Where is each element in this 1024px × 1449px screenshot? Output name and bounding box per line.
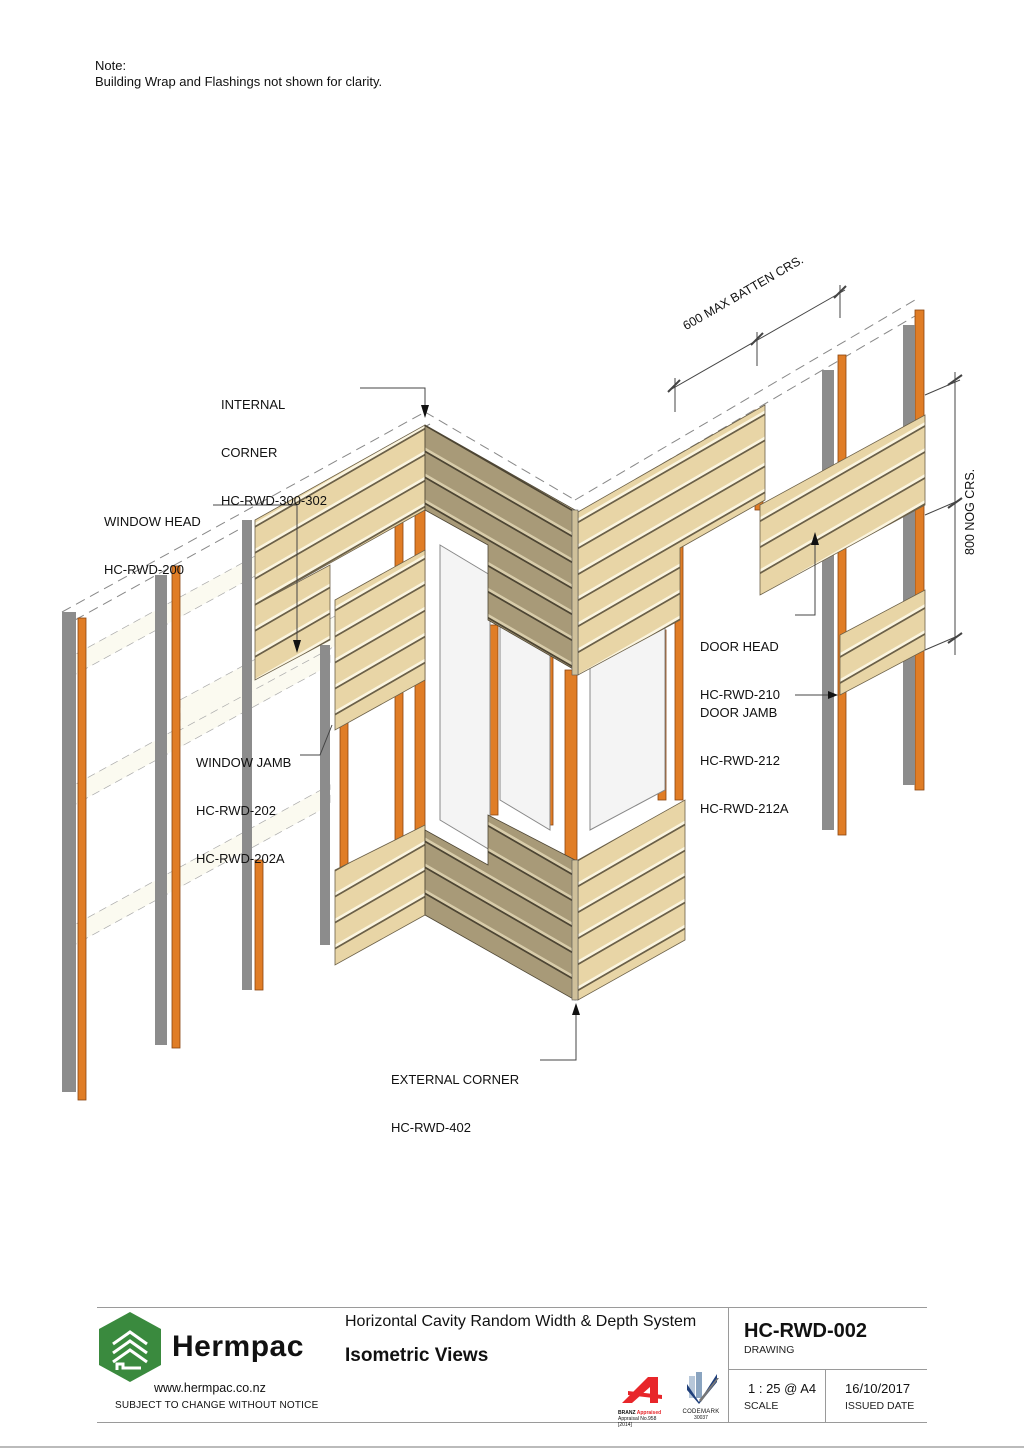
title-block-divider [728, 1307, 729, 1422]
callout-window-head: WINDOW HEAD HC-RWD-200 [104, 482, 201, 594]
callout-line: INTERNAL [221, 397, 286, 412]
scale-value: 1 : 25 @ A4 [748, 1381, 817, 1396]
callout-line: HC-RWD-212A [700, 801, 789, 816]
codemark-name: CODEMARK [682, 1409, 720, 1415]
codemark-badge: CODEMARK 30037 [678, 1370, 724, 1421]
issued-date-value: 16/10/2017 [845, 1381, 911, 1396]
codemark-number: 30037 [694, 1415, 708, 1421]
sheet-title: Isometric Views [345, 1345, 489, 1366]
drawing-note: Note: Building Wrap and Flashings not sh… [95, 58, 382, 90]
branz-status: Appraised [636, 1410, 662, 1416]
callout-line: WINDOW JAMB [196, 755, 292, 770]
system-title: Horizontal Cavity Random Width & Depth S… [345, 1313, 697, 1330]
callout-line: HC-RWD-210 [700, 687, 780, 702]
issued-date-label: ISSUED DATE [845, 1400, 915, 1412]
title-block-top-border [97, 1307, 927, 1308]
branz-badge: BRANZ Appraised Appraisal No.958 [2014] [618, 1373, 670, 1428]
callout-line: HC-RWD-202 [196, 803, 276, 818]
dimension-nog-spacing: 800 NOG CRS. [963, 468, 977, 555]
callout-line: WINDOW HEAD [104, 514, 201, 529]
page-bottom-border [0, 1446, 1024, 1448]
callout-line: HC-RWD-402 [391, 1120, 471, 1135]
isometric-wall-drawing [61, 285, 963, 1101]
note-heading: Note: [95, 58, 127, 73]
callout-line: HC-RWD-200 [104, 562, 184, 577]
branz-approval: Appraisal No.958 [2014] [618, 1416, 657, 1428]
scale-label: SCALE [744, 1400, 779, 1412]
title-block-divider [825, 1369, 826, 1422]
callout-line: HC-RWD-212 [700, 753, 780, 768]
callout-line: DOOR HEAD [700, 639, 779, 654]
callout-door-head: DOOR HEAD HC-RWD-210 [700, 607, 780, 719]
drawing-label: DRAWING [744, 1344, 795, 1356]
callout-internal-corner: INTERNAL CORNER HC-RWD-300-302 [221, 365, 327, 525]
disclaimer: SUBJECT TO CHANGE WITHOUT NOTICE [115, 1400, 319, 1411]
branz-appraised-icon [622, 1377, 662, 1403]
callout-external-corner: EXTERNAL CORNER HC-RWD-402 [391, 1040, 519, 1152]
company-website-link[interactable]: www.hermpac.co.nz [154, 1381, 266, 1395]
callout-line: HC-RWD-300-302 [221, 493, 327, 508]
title-block-bottom-border [97, 1422, 927, 1423]
branz-label: BRANZ Appraised [618, 1410, 670, 1416]
hermpac-logo-icon [99, 1312, 161, 1382]
callout-line: DOOR JAMB [700, 705, 778, 720]
callout-line: CORNER [221, 445, 278, 460]
drawing-number: HC-RWD-002 [744, 1320, 867, 1342]
callout-line: HC-RWD-202A [196, 851, 285, 866]
callout-window-jamb: WINDOW JAMB HC-RWD-202 HC-RWD-202A [196, 723, 291, 883]
company-name: Hermpac [172, 1330, 304, 1363]
note-text: Building Wrap and Flashings not shown fo… [95, 74, 383, 89]
branz-name: BRANZ [618, 1410, 636, 1416]
callout-door-jamb: DOOR JAMB HC-RWD-212 HC-RWD-212A [700, 673, 789, 833]
title-block-divider [728, 1369, 927, 1370]
callout-line: EXTERNAL CORNER [391, 1072, 520, 1087]
codemark-icon [687, 1372, 719, 1404]
